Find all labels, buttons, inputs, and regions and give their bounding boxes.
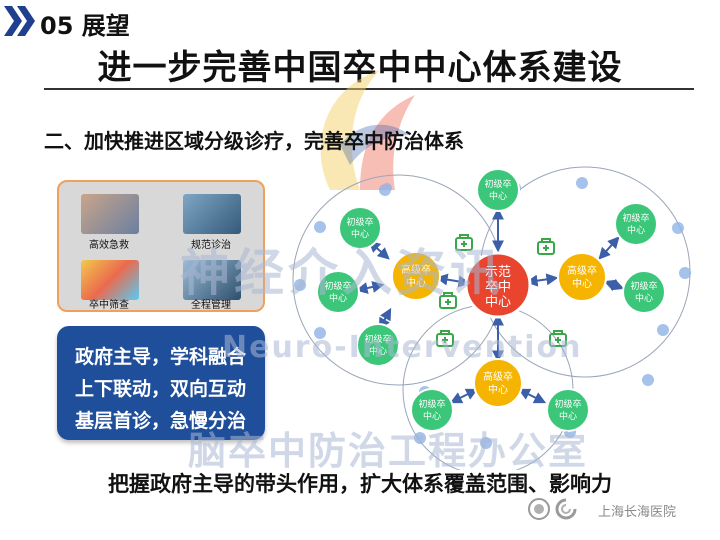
photo-screening: [81, 260, 139, 300]
outreach-dots: [294, 177, 691, 449]
hospital-logo-icon: [555, 498, 577, 520]
svg-text:高级卒: 高级卒: [567, 264, 597, 277]
svg-text:初级卒: 初级卒: [418, 398, 445, 410]
svg-text:中心: 中心: [635, 292, 653, 304]
subtitle: 二、加快推进区域分级诊疗，完善卒中防治体系: [44, 129, 464, 153]
photo-management: [183, 260, 241, 300]
svg-text:初级卒: 初级卒: [484, 178, 511, 190]
photo-treatment: [183, 194, 241, 234]
footer-hospital-name: 上海长海医院: [598, 505, 677, 520]
title-divider: [44, 88, 694, 90]
svg-text:高级卒: 高级卒: [401, 263, 431, 276]
svg-text:初级卒: 初级卒: [324, 280, 351, 292]
primary-center-node: 初级卒 中心: [410, 388, 454, 432]
conclusion-text: 把握政府主导的带头作用，扩大体系覆盖范围、影响力: [108, 472, 612, 496]
photo-caption-emergency: 高效急救: [89, 240, 129, 251]
svg-text:中心: 中心: [351, 228, 369, 240]
svg-text:中心: 中心: [406, 276, 426, 289]
watermark-cn-2: 脑卒中防治工程办公室: [188, 429, 589, 473]
svg-text:中心: 中心: [488, 383, 508, 396]
svg-text:中心: 中心: [559, 410, 577, 422]
svg-text:卒中: 卒中: [485, 280, 511, 295]
svg-text:初级卒: 初级卒: [554, 398, 581, 410]
policy-line-1: 政府主导，学科融合: [75, 346, 247, 368]
logo-watermark-icon: [320, 70, 415, 190]
photo-caption-management: 全程管理: [191, 300, 231, 311]
policy-line-3: 基层首诊，急慢分治: [75, 410, 247, 432]
demonstration-center-node: 示范 卒中 中心: [464, 251, 532, 319]
svg-text:中心: 中心: [485, 295, 511, 310]
advanced-center-node: 高级卒 中心: [473, 358, 523, 408]
watermark-cn: 神经介入资讯: [180, 244, 504, 302]
network-diagram: 初级卒 中心 初级卒 中心 初级卒 中心 初级卒 中心 初级卒 中心 初级卒 中…: [292, 166, 691, 470]
primary-center-node: 初级卒 中心: [356, 323, 400, 367]
svg-text:中心: 中心: [369, 345, 387, 357]
advanced-centers: 高级卒 中心 高级卒 中心 高级卒 中心: [391, 251, 607, 408]
photo-panel: 高效急救 规范诊治 卒中筛查 全程管理: [57, 180, 265, 312]
svg-text:示范: 示范: [485, 265, 511, 280]
policy-box: 政府主导，学科融合 上下联动，双向互动 基层首诊，急慢分治: [57, 326, 265, 440]
hospital-seal-icon: [528, 498, 550, 520]
primary-center-node: 初级卒 中心: [622, 270, 666, 314]
section-label: 05 展望: [40, 12, 130, 40]
primary-center-node: 初级卒 中心: [476, 168, 520, 212]
svg-text:初级卒: 初级卒: [622, 212, 649, 224]
chevron-double-icon: [4, 6, 35, 36]
svg-text:中心: 中心: [572, 277, 592, 290]
photo-caption-treatment: 规范诊治: [191, 240, 231, 251]
svg-text:中心: 中心: [329, 292, 347, 304]
svg-text:中心: 中心: [489, 190, 507, 202]
svg-text:初级卒: 初级卒: [346, 216, 373, 228]
svg-text:中心: 中心: [627, 224, 645, 236]
primary-center-node: 初级卒 中心: [316, 270, 360, 314]
hospital-icons: [436, 234, 567, 347]
svg-text:初级卒: 初级卒: [630, 280, 657, 292]
advanced-center-node: 高级卒 中心: [391, 251, 441, 301]
policy-line-2: 上下联动，双向互动: [75, 378, 247, 400]
photo-caption-screening: 卒中筛查: [89, 300, 129, 311]
primary-center-node: 初级卒 中心: [338, 206, 382, 250]
svg-text:中心: 中心: [423, 410, 441, 422]
svg-text:初级卒: 初级卒: [364, 333, 391, 345]
primary-centers: 初级卒 中心 初级卒 中心 初级卒 中心 初级卒 中心 初级卒 中心 初级卒 中…: [316, 168, 666, 432]
svg-text:高级卒: 高级卒: [483, 370, 513, 383]
photo-emergency: [81, 194, 139, 234]
watermark-en: Neuro-Intervention: [222, 330, 583, 365]
primary-center-node: 初级卒 中心: [546, 388, 590, 432]
primary-center-node: 初级卒 中心: [614, 202, 658, 246]
advanced-center-node: 高级卒 中心: [557, 252, 607, 302]
